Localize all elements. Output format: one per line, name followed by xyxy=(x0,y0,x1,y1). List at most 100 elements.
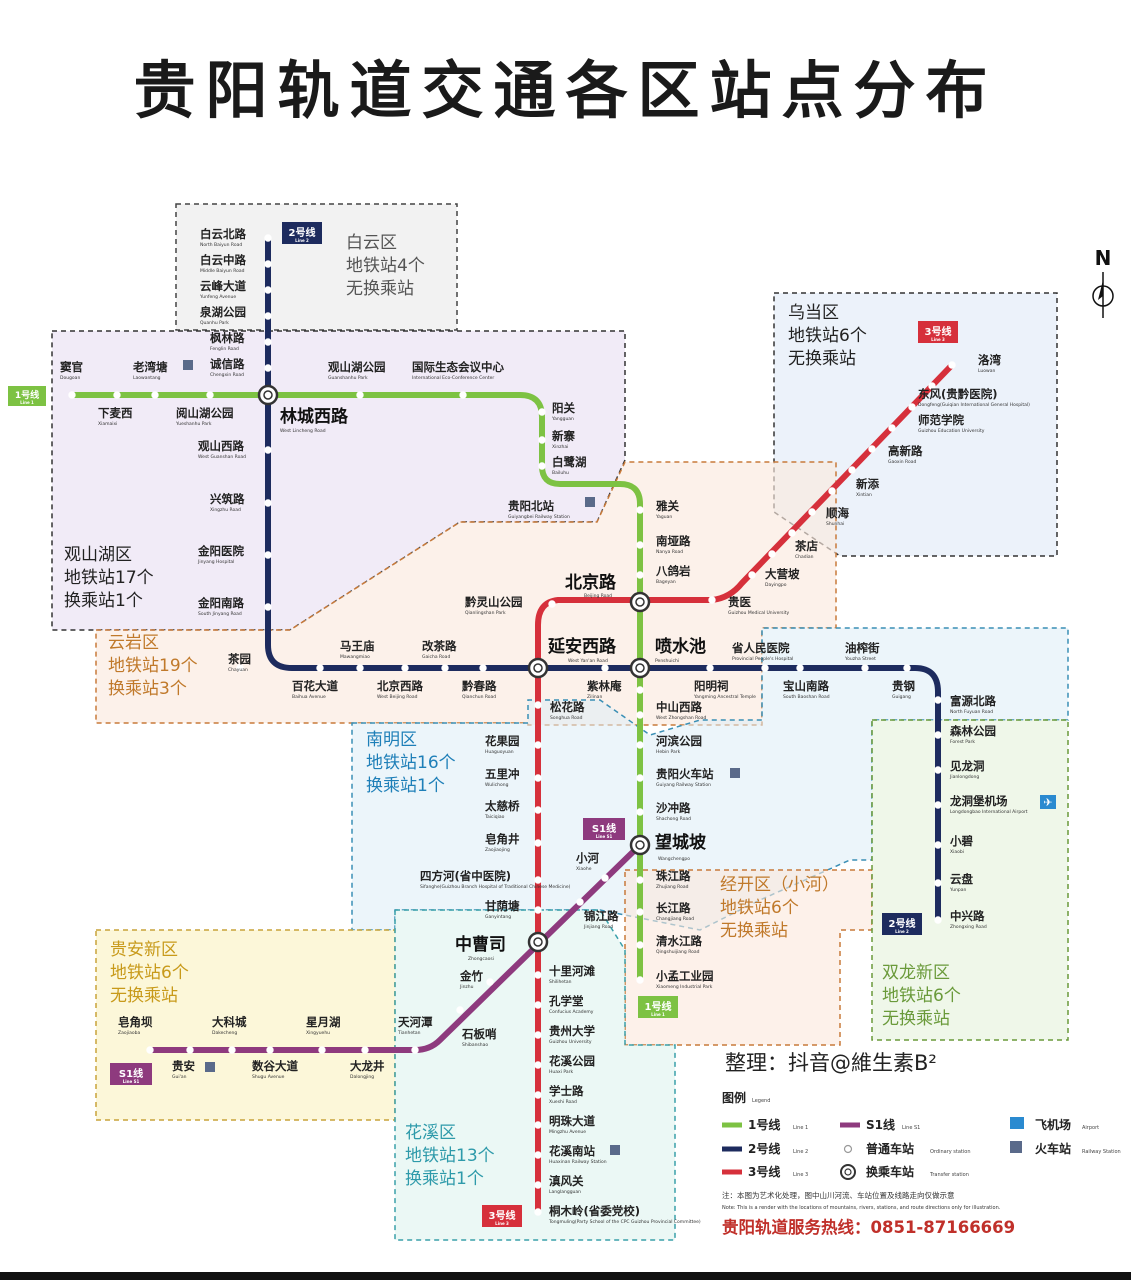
station-label: 沙冲路 xyxy=(656,801,691,815)
svg-text:2号线: 2号线 xyxy=(748,1141,780,1156)
station-label-en: Changjiang Road xyxy=(656,916,694,922)
station-label-en: North Baiyun Road xyxy=(200,242,242,248)
station-label-en: Zaojiaojing xyxy=(485,847,510,853)
station-label-en: Ganyintang xyxy=(485,914,511,920)
svg-text:Line 1: Line 1 xyxy=(651,1012,665,1017)
district-labels: 白云区地铁站4个无换乘站乌当区地铁站6个无换乘站观山湖区地铁站17个换乘站1个云… xyxy=(64,233,961,1189)
station-label-en: Shilihetan xyxy=(549,979,572,985)
station-label-en: Huaxinan Railway Station xyxy=(549,1159,607,1165)
station-label: 见龙洞 xyxy=(950,759,985,773)
station-label: 茶园 xyxy=(227,652,251,666)
station-label: 富源北路 xyxy=(950,694,996,708)
station-label-en: West Zhongshan Road xyxy=(656,715,707,721)
station-label: 五里冲 xyxy=(485,767,520,781)
station-label-en: Fenglin Road xyxy=(210,346,239,352)
station-label-en: Xiaomeng Industrial Park xyxy=(656,984,713,990)
svg-text:3号线: 3号线 xyxy=(489,1209,516,1222)
station-label: 十里河滩 xyxy=(549,964,595,978)
svg-text:换乘车站: 换乘车站 xyxy=(866,1164,914,1179)
station-label: 小碧 xyxy=(949,834,973,848)
district-label-line3: 换乘站3个 xyxy=(108,679,187,699)
station-label: 茶店 xyxy=(794,539,818,553)
station-label-en: Guizhou Education University xyxy=(918,428,985,434)
station-label: 锦江路 xyxy=(584,909,619,923)
station-label: 观山西路 xyxy=(198,439,244,453)
station-label: 老湾塘 xyxy=(132,360,168,374)
station-label: 长江路 xyxy=(656,901,691,915)
station-label: 北京西路 xyxy=(377,679,423,693)
station-label: 贵阳火车站 xyxy=(656,767,714,781)
station-label: 云盘 xyxy=(950,872,973,886)
station-label-en: Chengxin Road xyxy=(210,372,244,378)
svg-text:Railway Station: Railway Station xyxy=(1082,1149,1121,1155)
station-label-en: Taiciqiao xyxy=(484,814,505,820)
station-label-en: Xiaohe xyxy=(576,866,592,872)
station-label-en: Yueshanhu Park xyxy=(175,421,212,427)
station-label: 大龙井 xyxy=(350,1059,385,1073)
district-label-line3: 无换乘站 xyxy=(110,986,178,1006)
station-label: 八鸽岩 xyxy=(655,564,691,578)
station-label-en: Shugu Avenue xyxy=(252,1074,285,1080)
legend: 图例 Legend 1号线 Line 1 2号线 Line 2 3号线 Line… xyxy=(722,1090,1121,1211)
transfer-icon xyxy=(257,384,279,406)
station-label-en: Qianlingshan Park xyxy=(465,610,506,616)
station-label-en: Wulichong xyxy=(485,782,509,788)
district-label-name: 花溪区 xyxy=(405,1123,456,1143)
station-label: 贵医 xyxy=(728,595,751,609)
station-label-en: Shunhai xyxy=(826,521,844,527)
district-label-line2: 地铁站6个 xyxy=(788,326,867,346)
station-label: 滇风关 xyxy=(549,1174,584,1188)
station-label-en: Gaicha Road xyxy=(422,654,450,660)
station-label: 新寨 xyxy=(552,429,575,443)
station-label-en: Dakecheng xyxy=(212,1030,237,1036)
station-label: 下麦西 xyxy=(98,406,133,420)
svg-text:2号线: 2号线 xyxy=(889,917,916,930)
transfer-label: 延安西路 xyxy=(547,636,617,657)
station-label-en: Xinzhai xyxy=(552,444,568,450)
svg-text:Line 3: Line 3 xyxy=(495,1221,509,1226)
station-label: 窦官 xyxy=(60,360,83,374)
station-label: 马王庙 xyxy=(340,639,375,653)
svg-text:图例: 图例 xyxy=(722,1090,746,1105)
district-label-line2: 地铁站6个 xyxy=(110,963,189,983)
svg-text:Line 2: Line 2 xyxy=(295,238,309,243)
station-label-en: West Beijing Road xyxy=(377,694,418,700)
station-label-en: Zilinan xyxy=(587,694,602,700)
station-label: 黔灵山公园 xyxy=(465,595,523,609)
hotline-text: 贵阳轨道服务热线：0851-87166669 xyxy=(722,1217,1015,1237)
station-label-en: Hebin Park xyxy=(656,749,681,755)
transfer-label: 望城坡 xyxy=(655,832,706,853)
district-label-name: 经开区（小河） xyxy=(720,875,839,895)
svg-text:Line 3: Line 3 xyxy=(931,337,945,342)
station-label-en: Huaxi Park xyxy=(549,1069,573,1075)
station-label-en: Jianlongdong xyxy=(949,774,979,780)
district-label-line2: 地铁站17个 xyxy=(64,568,154,588)
station-label-en: Dalongjing xyxy=(350,1074,374,1080)
railway-station-icon xyxy=(730,768,740,778)
station-label-en: Guigang xyxy=(892,694,911,700)
svg-text:Zhongcaosi: Zhongcaosi xyxy=(468,956,494,962)
station-label: 国际生态会议中心 xyxy=(412,360,504,374)
svg-text:火车站: 火车站 xyxy=(1035,1141,1071,1156)
station-label-en: North Fuyuan Road xyxy=(950,709,993,715)
station-label-en: Middle Baiyun Road xyxy=(200,268,245,274)
station-label: 兴筑路 xyxy=(210,492,245,506)
svg-text:Line S1: Line S1 xyxy=(596,834,613,839)
facility-icons: ✈ xyxy=(183,360,1056,1155)
station-label: 珠江路 xyxy=(656,869,691,883)
station-label-en: Dougoan xyxy=(60,375,80,381)
district-label-line3: 无换乘站 xyxy=(346,279,414,299)
district-label-line2: 地铁站4个 xyxy=(346,256,425,276)
transfer-icon xyxy=(527,931,549,953)
station-label: 贵钢 xyxy=(892,679,915,693)
railway-station-icon xyxy=(205,1062,215,1072)
station-label-en: Bageyan xyxy=(656,579,676,585)
station-label-en: Jinjiang Road xyxy=(583,924,613,930)
station-label: 南垭路 xyxy=(656,534,691,548)
railway-station-icon xyxy=(585,497,595,507)
